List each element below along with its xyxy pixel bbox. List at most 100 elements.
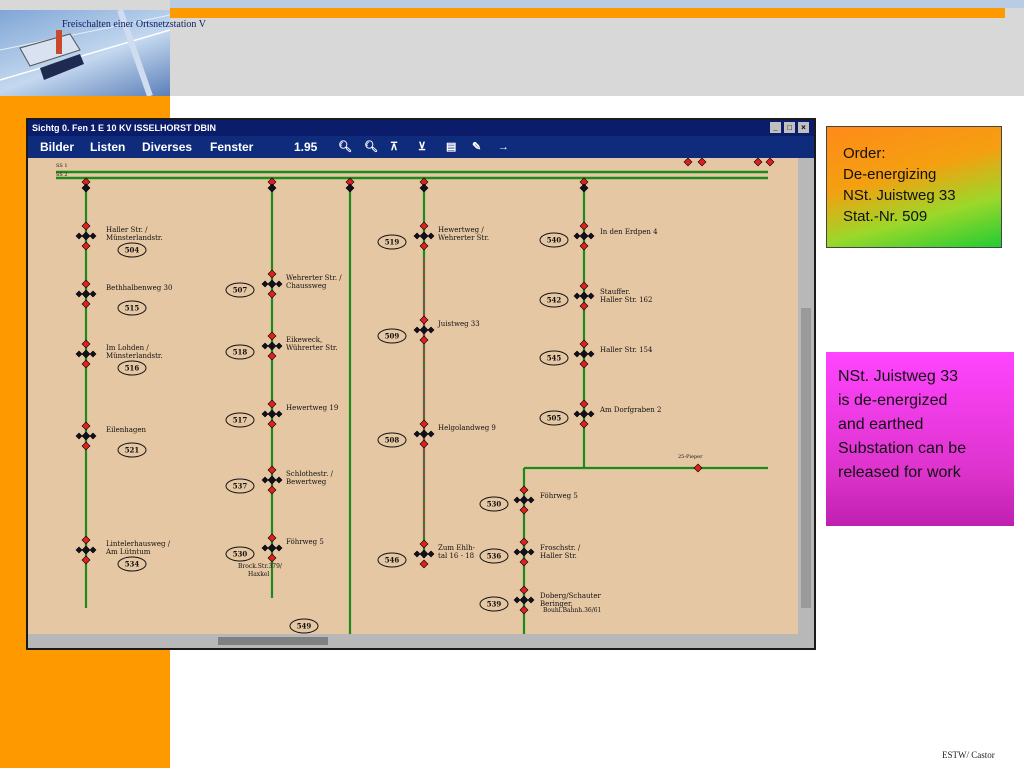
switch-symbol [697, 158, 707, 167]
station-label: Eilenhagen [106, 426, 147, 434]
station-number: 539 [487, 600, 502, 609]
lineworker-photo-icon [0, 10, 170, 96]
status-box: NSt. Juistweg 33 is de-energized and ear… [826, 352, 1014, 526]
switch-symbol [587, 232, 595, 240]
switch-symbol [267, 485, 277, 495]
station-number-ellipse [479, 548, 509, 564]
station-label: Wührerter Str. [286, 344, 338, 352]
tool-icon[interactable]: ✎ [472, 141, 482, 153]
horizontal-scrollbar[interactable] [28, 634, 814, 648]
switch-symbol [519, 595, 529, 605]
menu-listen[interactable]: Listen [90, 140, 126, 154]
switch-symbol [267, 269, 277, 279]
scada-window: Sichtg 0. Fen 1 E 10 KV ISSELHORST DBIN … [26, 118, 816, 650]
switch-symbol [413, 232, 421, 240]
switch-symbol [419, 241, 429, 251]
switch-symbol [89, 546, 97, 554]
list-icon[interactable]: ▤ [446, 141, 457, 153]
switch-symbol [573, 232, 581, 240]
station-number-ellipse [377, 234, 407, 250]
station-label: Haller Str. [540, 552, 577, 560]
menu-fenster[interactable]: Fenster [210, 140, 254, 154]
station-number-ellipse [225, 478, 255, 494]
switch-symbol [89, 290, 97, 298]
order-line: Order: [843, 145, 886, 162]
station-number: 546 [385, 556, 400, 565]
station-number: 536 [487, 552, 502, 561]
fit-top-icon[interactable]: ⊼ [390, 141, 399, 153]
station-number-ellipse [539, 350, 569, 366]
fit-bottom-icon[interactable]: ⊻ [418, 141, 427, 153]
switch-symbol [75, 546, 83, 554]
switch-symbol [579, 281, 589, 291]
zoom-out-icon[interactable]: 🔍︎ [364, 141, 378, 153]
switch-symbol [573, 350, 581, 358]
scada-title-bar: Sichtg 0. Fen 1 E 10 KV ISSELHORST DBIN … [28, 120, 814, 136]
switch-symbol [419, 231, 429, 241]
station-label: Hewertweg / [438, 226, 484, 234]
station-number: 507 [233, 286, 248, 295]
station-number: 540 [547, 236, 562, 245]
switch-symbol [261, 410, 269, 418]
switch-symbol [579, 241, 589, 251]
station-label: 25-Pieper [678, 454, 703, 460]
switch-symbol [587, 410, 595, 418]
switch-symbol [81, 279, 91, 289]
switch-symbol [75, 290, 83, 298]
station-number-ellipse [225, 282, 255, 298]
station-number: 516 [125, 364, 140, 373]
station-label: In den Erdpen 4 [600, 228, 658, 236]
switch-symbol [419, 335, 429, 345]
switch-symbol [261, 544, 269, 552]
switch-symbol [267, 543, 277, 553]
switch-symbol [81, 221, 91, 231]
minimize-button[interactable]: _ [770, 122, 781, 133]
switch-symbol [81, 231, 91, 241]
menu-bilder[interactable]: Bilder [40, 140, 75, 154]
switch-symbol [413, 550, 421, 558]
switch-symbol [81, 299, 91, 309]
switch-symbol [275, 476, 283, 484]
zoom-in-icon[interactable]: 🔍︎ [338, 141, 352, 153]
close-icon[interactable]: × [798, 122, 809, 133]
switch-symbol [527, 596, 535, 604]
switch-symbol [579, 419, 589, 429]
arrow-right-icon[interactable]: → [498, 141, 509, 153]
station-label: Beringer, [540, 600, 573, 608]
vertical-scrollbar[interactable] [798, 158, 814, 634]
status-line: is de-energized [838, 392, 948, 409]
vertical-scroll-thumb[interactable] [801, 308, 811, 608]
zoom-level: 1.95 [294, 140, 318, 154]
footer-credit: ESTW/ Castor [942, 750, 995, 760]
station-label: SS 1 [56, 163, 68, 169]
switch-symbol [765, 158, 775, 167]
station-number: 505 [547, 414, 562, 423]
switch-symbol [527, 548, 535, 556]
station-number: 517 [233, 416, 248, 425]
switch-symbol [579, 399, 589, 409]
station-number: 530 [487, 500, 502, 509]
menu-diverses[interactable]: Diverses [142, 140, 193, 154]
switch-symbol [267, 465, 277, 475]
maximize-button[interactable]: □ [784, 122, 795, 133]
switch-symbol [267, 341, 277, 351]
station-number-ellipse [117, 442, 147, 458]
switch-symbol [513, 596, 521, 604]
station-number-ellipse [117, 360, 147, 376]
station-number: 542 [547, 296, 562, 305]
switch-symbol [345, 183, 355, 193]
switch-symbol [81, 421, 91, 431]
switch-symbol [419, 429, 429, 439]
station-number-ellipse [479, 496, 509, 512]
switch-symbol [427, 550, 435, 558]
switch-symbol [519, 485, 529, 495]
switch-symbol [75, 350, 83, 358]
switch-symbol [579, 359, 589, 369]
station-label: Lintelerhausweg / [106, 540, 171, 548]
status-line: released for work [838, 464, 961, 481]
station-number-ellipse [225, 344, 255, 360]
switch-symbol [261, 342, 269, 350]
switch-symbol [419, 183, 429, 193]
horizontal-scroll-thumb[interactable] [218, 637, 328, 645]
